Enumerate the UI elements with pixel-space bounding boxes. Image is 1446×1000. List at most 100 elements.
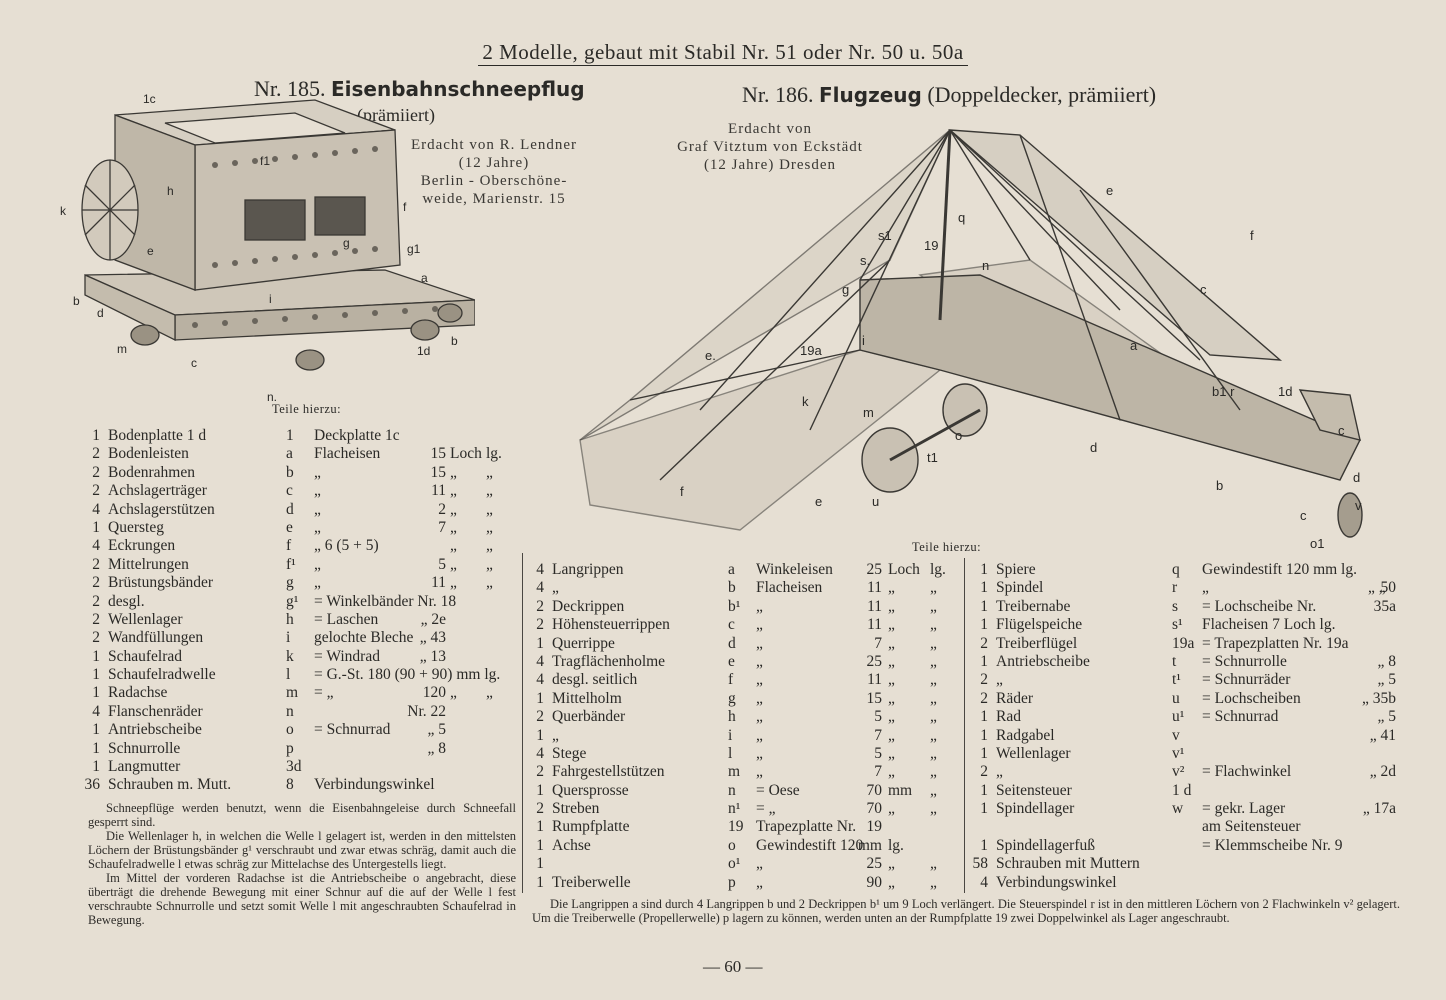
model185-title: Nr. 185. Eisenbahnschneepflug bbox=[254, 76, 585, 102]
part-size: 7 bbox=[874, 726, 882, 744]
part-name: Tragflächenholme bbox=[552, 652, 666, 670]
part-name: desgl. bbox=[108, 592, 145, 610]
rigging-wire bbox=[859, 129, 951, 281]
part-name: Spindel bbox=[996, 579, 1044, 597]
part-name: Querbänder bbox=[552, 708, 626, 726]
part-qty: 1 bbox=[92, 427, 100, 444]
part-size: 5 bbox=[438, 555, 446, 573]
part-qty: 2 bbox=[980, 671, 988, 689]
part-qty: 1 bbox=[980, 579, 988, 597]
part-size: „ 17a bbox=[1362, 800, 1396, 818]
column-divider bbox=[522, 553, 523, 893]
part-qty: 4 bbox=[536, 744, 544, 762]
model185-credit-line: Erdacht von R. Lendner bbox=[410, 137, 578, 153]
part-unit: Loch bbox=[888, 561, 920, 578]
header-text: 2 Modelle, gebaut mit Stabil Nr. 51 oder… bbox=[478, 40, 968, 66]
part-name: Mittelrungen bbox=[108, 555, 189, 573]
part-label: m bbox=[863, 405, 874, 420]
part-unit: „ bbox=[450, 518, 457, 536]
part-length: „ bbox=[930, 634, 937, 652]
model186-credit-line: (12 Jahre) Dresden bbox=[703, 157, 837, 173]
part-qty: 1 bbox=[536, 873, 544, 891]
part-label: b bbox=[451, 334, 458, 348]
part-label: d bbox=[97, 306, 104, 320]
part-code: u bbox=[1172, 689, 1180, 707]
part-label: c bbox=[1200, 282, 1207, 297]
part-type: „ bbox=[756, 763, 763, 781]
part-type: „ bbox=[314, 500, 321, 518]
part-name: Treibernabe bbox=[996, 597, 1071, 615]
part-label: f bbox=[680, 484, 684, 499]
model186-teile-label: Teile hierzu: bbox=[912, 540, 982, 554]
part-code: o bbox=[728, 836, 736, 854]
part-type: „ bbox=[756, 634, 763, 652]
part-qty: 1 bbox=[980, 744, 988, 762]
part-type: Gewindestift 120 mm lg. bbox=[1202, 561, 1357, 578]
parts-row: 1„i„7„„ bbox=[532, 727, 960, 745]
part-label: c bbox=[1300, 508, 1307, 523]
model185-paragraph: Im Mittel der vorderen Radachse ist die … bbox=[88, 871, 516, 927]
part-size: 7 bbox=[874, 634, 882, 652]
wheel bbox=[130, 324, 160, 346]
part-size: mm bbox=[857, 836, 882, 854]
part-qty: 1 bbox=[92, 684, 100, 702]
part-code: f bbox=[728, 671, 734, 689]
model186-subtitle: (Doppeldecker, prämiiert) bbox=[927, 82, 1157, 107]
part-label: f1 bbox=[260, 154, 270, 168]
part-code: g bbox=[728, 689, 736, 707]
part-label: k bbox=[60, 204, 67, 218]
part-unit: „ bbox=[888, 689, 895, 707]
part-size: 15 bbox=[430, 463, 447, 481]
model185-subtitle: (prämiiert) bbox=[357, 105, 435, 125]
part-name: Langrippen bbox=[552, 561, 624, 578]
part-size: 11 bbox=[867, 579, 882, 597]
propeller-mast bbox=[938, 129, 952, 321]
part-label: 19 bbox=[924, 238, 938, 253]
part-name: Flanschenräder bbox=[108, 702, 203, 720]
part-size: „ 5 bbox=[1377, 708, 1396, 726]
part-type: „ bbox=[314, 555, 321, 573]
snowplow-window bbox=[314, 196, 366, 236]
rigging-wire bbox=[1079, 189, 1241, 411]
rigging-wire bbox=[949, 129, 1121, 311]
part-type: = Klemmscheibe Nr. 9 bbox=[1202, 836, 1343, 854]
part-code: n bbox=[728, 781, 736, 799]
part-code: k bbox=[286, 647, 294, 665]
part-qty: 1 bbox=[536, 726, 544, 744]
part-name: desgl. seitlich bbox=[552, 671, 638, 689]
part-type: = Schnurrad bbox=[1202, 708, 1279, 726]
part-name: Achse bbox=[552, 836, 591, 854]
part-type: „ bbox=[756, 689, 763, 707]
part-name: Antriebscheibe bbox=[108, 721, 202, 739]
part-size: „ 43 bbox=[419, 629, 446, 647]
part-name: Spiere bbox=[996, 561, 1036, 578]
part-name: Querrippe bbox=[552, 634, 615, 652]
part-label: c bbox=[191, 356, 197, 370]
part-type: = G.-St. 180 (90 + 90) mm lg. bbox=[314, 666, 501, 684]
part-name: Bodenplatte 1 d bbox=[108, 427, 207, 444]
part-code: 19a bbox=[1172, 634, 1195, 652]
part-qty: 1 bbox=[980, 836, 988, 854]
part-type: = gekr. Lager bbox=[1202, 800, 1286, 818]
part-size: 11 bbox=[431, 574, 446, 592]
part-name: Rumpfplatte bbox=[552, 818, 630, 836]
part-label: q bbox=[958, 210, 965, 225]
part-qty: 1 bbox=[980, 616, 988, 634]
model185-description: Schneepflüge werden benutzt, wenn die Ei… bbox=[88, 801, 516, 927]
part-type: Flacheisen bbox=[314, 445, 381, 463]
part-code: c bbox=[728, 616, 735, 634]
part-unit: „ bbox=[888, 800, 895, 818]
